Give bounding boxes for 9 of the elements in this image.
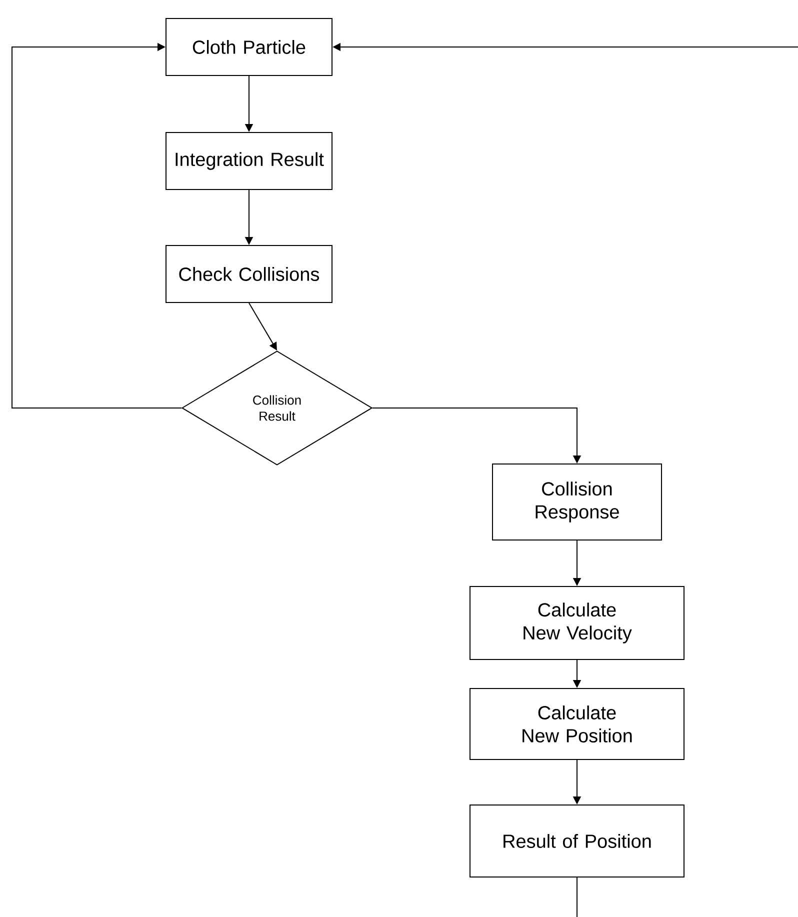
process-box: Collision Response bbox=[492, 464, 662, 540]
process-box: Calculate New Position bbox=[470, 688, 684, 760]
process-box: Cloth Particle bbox=[166, 18, 332, 76]
process-box: Integration Result bbox=[166, 132, 332, 190]
process-box: Check Collisions bbox=[166, 245, 332, 303]
process-box: Result of Position bbox=[470, 804, 684, 878]
arrow bbox=[248, 302, 277, 350]
process-box: Calculate New Velocity bbox=[470, 586, 684, 660]
arrow bbox=[12, 42, 182, 408]
